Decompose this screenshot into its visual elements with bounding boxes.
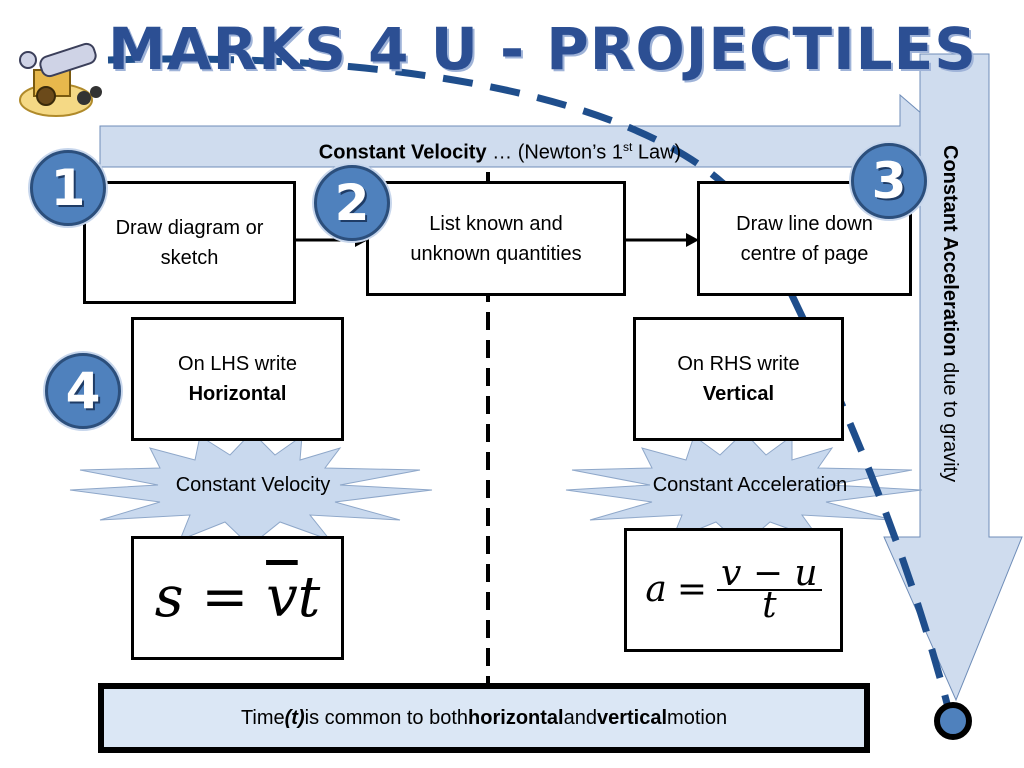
- footer-bold-horizontal: horizontal: [468, 706, 564, 729]
- rhs-bold: Vertical: [702, 383, 775, 405]
- step-2-box: List known and unknown quantities: [366, 181, 626, 296]
- step-2-badge: 2: [314, 165, 390, 241]
- horizontal-arrow-sup: st: [622, 140, 633, 154]
- burst-left-label: Constant Velocity: [175, 474, 331, 496]
- rhs-line1: On RHS write: [677, 353, 800, 375]
- lhs-box: On LHS write Horizontal: [131, 317, 344, 441]
- vertical-arrow-rest: due to gravity: [939, 356, 961, 483]
- formula-left-s: s: [154, 565, 184, 630]
- formula-right-box: a = v − u t: [624, 528, 843, 652]
- formula-left-vbar: v: [266, 565, 298, 630]
- step-3-text: Draw line down centre of page: [736, 212, 873, 265]
- footer-bold-vertical: vertical: [596, 706, 668, 729]
- footer-mid2: and: [563, 706, 597, 729]
- horizontal-arrow-bold: Constant Velocity: [318, 141, 487, 164]
- footer-time-box: Time (t) is common to both horizontal an…: [98, 683, 870, 753]
- connector-2-3-head: [686, 233, 699, 247]
- step-1-box: Draw diagram or sketch: [83, 181, 296, 304]
- footer-t: (t): [284, 706, 305, 729]
- horizontal-arrow-label: Constant Velocity … (Newton’s 1st Law): [100, 132, 900, 168]
- footer-mid1: is common to both: [304, 706, 469, 729]
- formula-right-denominator: t: [762, 585, 777, 626]
- formula-left: s = vt: [155, 568, 320, 628]
- vertical-arrow-bold: Constant Acceleration: [939, 145, 961, 357]
- horizontal-arrow-end: Law): [632, 141, 682, 164]
- formula-right-numerator: v − u: [717, 556, 822, 592]
- rhs-box: On RHS write Vertical: [633, 317, 844, 441]
- horizontal-arrow-rest: … (Newton’s 1: [486, 141, 623, 164]
- formula-right-fraction: v − u t: [717, 556, 822, 626]
- step-3-badge: 3: [851, 143, 927, 219]
- formula-left-box: s = vt: [131, 536, 344, 660]
- trajectory-end-point: [934, 702, 972, 740]
- vertical-arrow-label: Constant Acceleration due to gravity: [934, 145, 966, 530]
- lhs-line1: On LHS write: [178, 353, 297, 375]
- footer-post: motion: [667, 706, 728, 729]
- formula-right: a = v − u t: [645, 556, 822, 626]
- formula-left-eq: =: [201, 565, 249, 630]
- burst-right-label: Constant Acceleration: [652, 474, 848, 496]
- formula-left-t: t: [297, 565, 321, 630]
- step-4-badge: 4: [45, 353, 121, 429]
- step-1-badge: 1: [30, 150, 106, 226]
- vertical-acceleration-arrow: [883, 53, 1023, 702]
- step-1-text: Draw diagram or sketch: [115, 216, 264, 269]
- lhs-bold: Horizontal: [188, 383, 287, 405]
- formula-right-eq: =: [676, 569, 708, 610]
- page-title: MARKS 4 U - PROJECTILES: [108, 15, 978, 83]
- cannon-icon: [19, 42, 102, 117]
- formula-right-a: a: [645, 569, 667, 610]
- step-2-text: List known and unknown quantities: [410, 212, 582, 265]
- footer-pre: Time: [240, 706, 285, 729]
